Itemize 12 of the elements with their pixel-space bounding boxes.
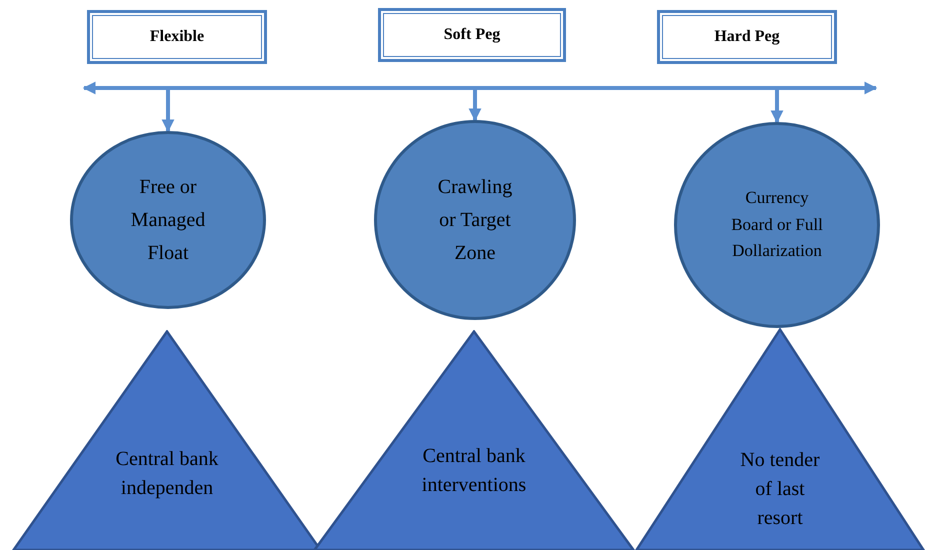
arrow <box>468 90 482 122</box>
regime-circle: Crawling or Target Zone <box>374 120 576 320</box>
triangle-label: Central bank independen <box>114 447 220 501</box>
arrow <box>770 90 784 124</box>
triangle-label: Central bank interventions <box>420 444 528 498</box>
category-box: Hard Peg <box>657 10 837 64</box>
regime-circle: Free or Managed Float <box>70 131 266 309</box>
regime-circle: Currency Board or Full Dollarization <box>674 122 880 328</box>
category-box: Flexible <box>87 10 267 64</box>
category-box: Soft Peg <box>378 8 566 62</box>
triangle-label: No tender of last resort <box>739 448 821 531</box>
arrow <box>162 90 174 132</box>
